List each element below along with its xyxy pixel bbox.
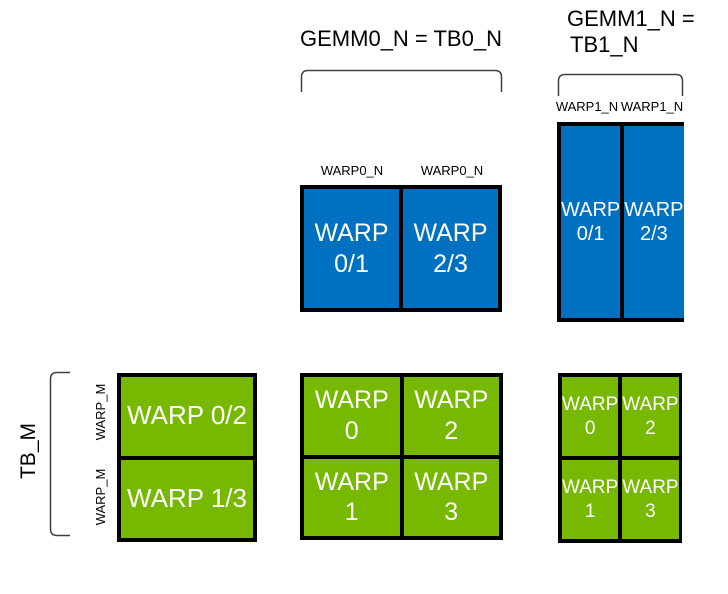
warp-cell-line: WARP	[314, 219, 389, 247]
warp-cell-line: 1	[584, 500, 596, 522]
warp-cell-line: 2/3	[639, 223, 668, 245]
warp-cell-2: WARP 2	[403, 377, 499, 455]
warp-cell-line: WARP	[624, 198, 684, 221]
warp-cell-0: WARP 0	[304, 377, 400, 455]
gemm0-accumulator-tile: WARP 0/1 WARP 2/3	[300, 185, 502, 312]
warp1-n-label-left: WARP1_N	[555, 99, 619, 114]
warp-cell-line: WARP	[314, 386, 389, 415]
warp-cell-3: WARP 3	[622, 460, 679, 539]
warp-cell-line: WARP	[314, 467, 389, 496]
warp-cell-0-2: WARP 0/2	[121, 377, 253, 456]
warp-cell-line: 2/3	[433, 249, 468, 278]
warp-cell-2: WARP 2	[622, 377, 679, 456]
warp-cell-1: WARP 1	[304, 458, 400, 536]
warp-cell-line: WARP	[561, 198, 621, 221]
warp-cell-2-3: WARP 2/3	[624, 126, 684, 318]
gemm1-n-bracket	[557, 73, 684, 96]
warp-cell-0: WARP 0	[562, 377, 619, 456]
warp-cell-line: WARP	[413, 219, 488, 247]
warp-cell-line: WARP 1/3	[127, 482, 247, 513]
warp-cell-3: WARP 3	[403, 458, 499, 536]
warp-cell-1-3: WARP 1/3	[121, 459, 253, 538]
warp0-n-label-right: WARP0_N	[420, 163, 484, 178]
warp-m-label-bottom: WARP_M	[93, 468, 108, 526]
gemm1-n-title-line1: GEMM1_N =	[567, 6, 695, 31]
tb-m-bracket	[49, 371, 70, 537]
warp-cell-0-1: WARP 0/1	[561, 126, 621, 318]
warp-cell-line: WARP	[562, 477, 619, 499]
warp-cell-line: 0	[584, 417, 596, 439]
gemm1-warp-tile: WARP 0 WARP 2 WARP 1 WARP 3	[558, 373, 682, 543]
gemm0-n-title: GEMM0_N = TB0_N	[300, 26, 502, 51]
warp-m-label-top: WARP_M	[93, 383, 108, 441]
warp-cell-line: 0/1	[334, 249, 369, 278]
tb-m-tile: WARP 0/2 WARP 1/3	[117, 373, 257, 542]
gemm1-accumulator-tile: WARP 0/1 WARP 2/3	[557, 122, 684, 322]
warp-cell-0-1: WARP 0/1	[304, 189, 399, 308]
warp1-n-label-right: WARP1_N	[620, 99, 684, 114]
warp-cell-line: WARP	[622, 477, 679, 499]
warp-cell-2-3: WARP 2/3	[403, 189, 498, 308]
tb-m-label: TB_M	[17, 423, 40, 480]
warp-cell-line: 3	[645, 500, 656, 522]
gemm0-warp-tile: WARP 0 WARP 2 WARP 1 WARP 3	[300, 373, 503, 540]
gemm1-n-title: GEMM1_N = TB1_N	[567, 6, 707, 59]
warp-cell-line: WARP	[622, 394, 679, 416]
warp-cell-1: WARP 1	[562, 460, 619, 539]
warp-cell-line: 3	[444, 498, 459, 527]
warp-cell-line: 0	[344, 416, 359, 445]
gemm0-n-bracket	[300, 69, 503, 92]
warp-cell-line: WARP	[562, 394, 619, 416]
warp-cell-line: WARP	[414, 386, 489, 415]
warp0-n-label-left: WARP0_N	[320, 163, 384, 178]
warp-cell-line: 2	[645, 417, 656, 439]
warp-cell-line: 1	[344, 498, 359, 527]
warp-cell-line: WARP	[414, 467, 489, 496]
warp-cell-line: WARP 0/2	[127, 400, 247, 431]
warp-cell-line: 0/1	[576, 223, 605, 245]
gemm1-n-title-line2: TB1_N	[570, 32, 639, 58]
warp-cell-line: 2	[444, 416, 459, 445]
